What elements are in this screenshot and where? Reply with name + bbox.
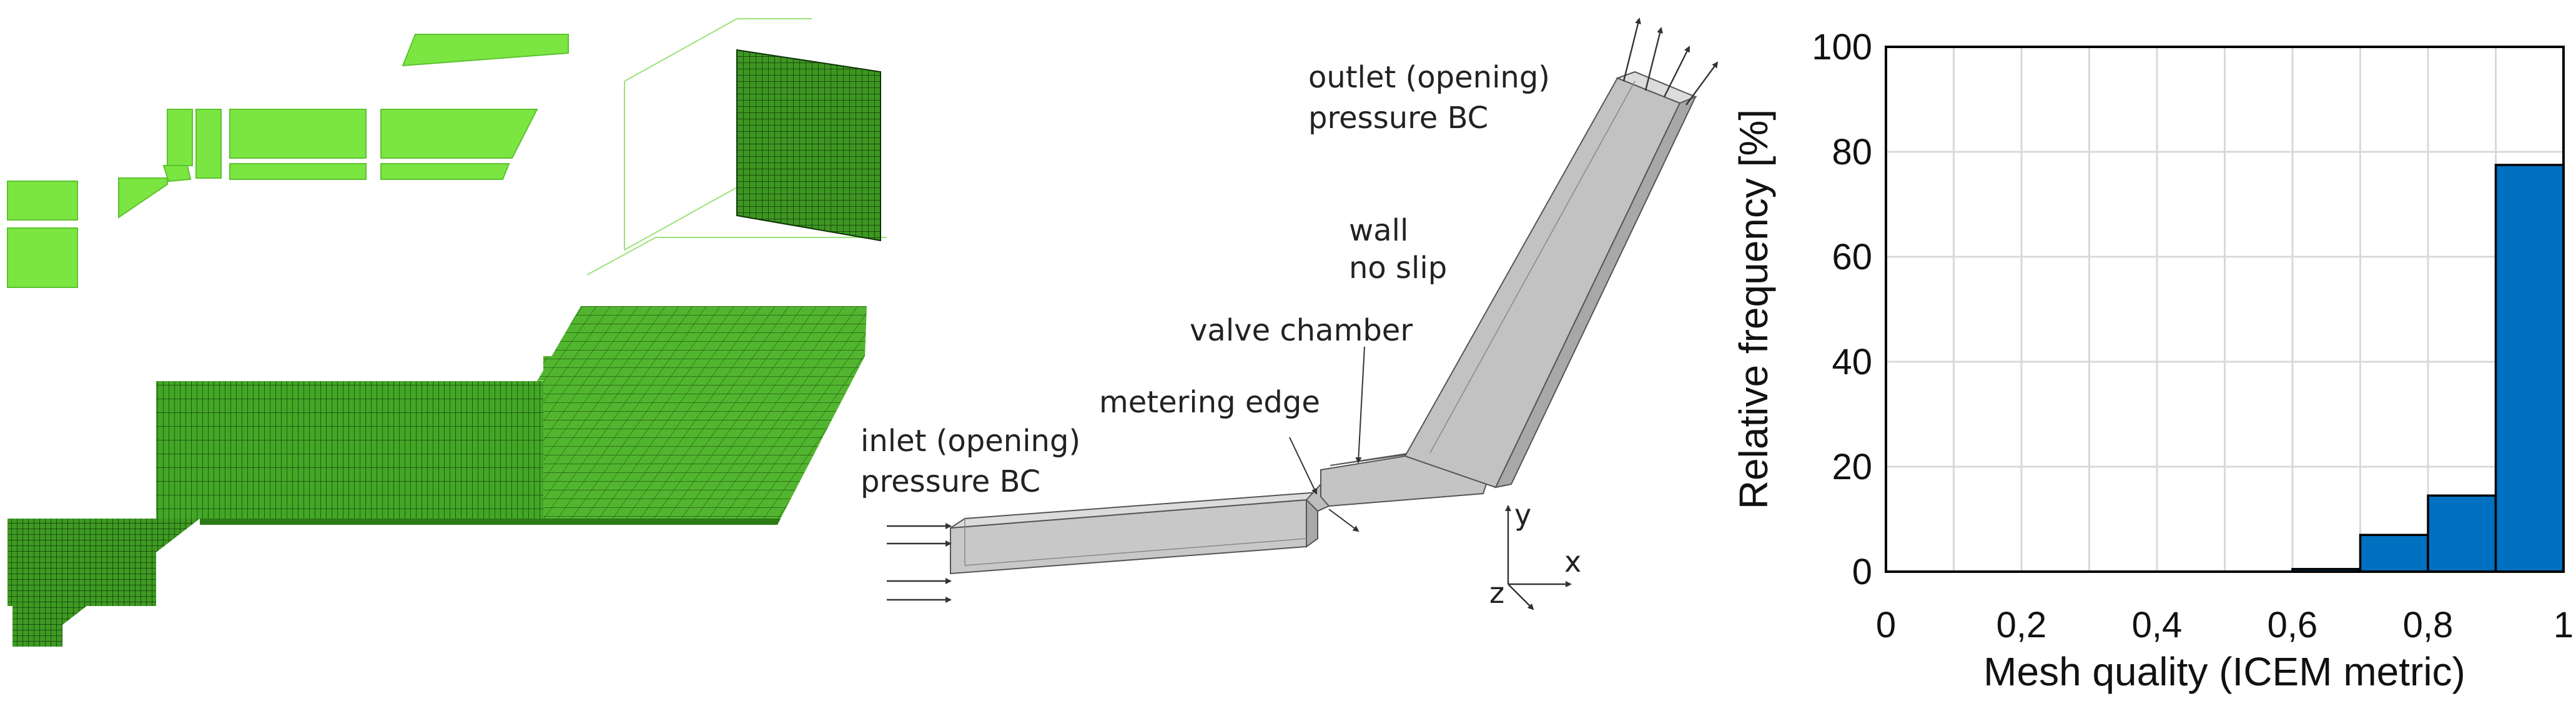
y-tick-label: 60 bbox=[1832, 237, 1872, 277]
outlet-label-bc: pressure BC bbox=[1308, 101, 1488, 136]
wall-label: wall bbox=[1349, 213, 1408, 248]
x-tick-label: 0,4 bbox=[2132, 605, 2183, 645]
mesh-main-channel bbox=[156, 381, 543, 519]
mesh-quality-histogram: 0 20 40 60 80 100 0 0,2 0,4 0,6 0,8 1 Relative fre… bbox=[1731, 27, 2574, 694]
inlet-label: inlet (opening) bbox=[861, 424, 1080, 459]
mesh-block bbox=[7, 227, 78, 288]
x-tick-label: 0,6 bbox=[2268, 605, 2318, 645]
y-axis-label: Relative frequency [%] bbox=[1731, 109, 1776, 509]
y-tick-label: 80 bbox=[1832, 132, 1872, 172]
x-tick-label: 0 bbox=[1876, 605, 1896, 645]
mesh-skewed-region bbox=[543, 356, 865, 519]
block-topology bbox=[7, 34, 569, 288]
axis-z-label: z bbox=[1489, 576, 1504, 610]
mesh-outlet-duct bbox=[537, 306, 867, 381]
mesh-panel bbox=[7, 18, 887, 647]
y-tick-label: 0 bbox=[1852, 552, 1872, 592]
mesh-block bbox=[7, 181, 78, 221]
y-tick-label: 40 bbox=[1832, 342, 1872, 382]
x-tick-label: 1 bbox=[2554, 605, 2574, 645]
inlet-label-bc: pressure BC bbox=[861, 464, 1040, 499]
outlet-label: outlet (opening) bbox=[1308, 60, 1550, 95]
x-axis-label: Mesh quality (ICEM metric) bbox=[1983, 649, 2465, 694]
y-tick-label: 100 bbox=[1812, 27, 1872, 67]
mesh-block bbox=[229, 109, 367, 159]
2d-mesh-section bbox=[7, 306, 867, 647]
chart-grid bbox=[1886, 47, 2564, 572]
mesh-lower-right bbox=[200, 519, 781, 525]
plot-frame bbox=[1885, 46, 2565, 573]
mesh-3d-block bbox=[736, 49, 881, 242]
wall-label-bc: no slip bbox=[1349, 251, 1447, 286]
y-tick-label: 20 bbox=[1832, 447, 1872, 487]
metering-edge-label: metering edge bbox=[1099, 385, 1320, 420]
mesh-block bbox=[118, 177, 168, 219]
x-tick-label: 0,8 bbox=[2403, 605, 2454, 645]
axis-y-label: y bbox=[1514, 498, 1531, 532]
mesh-transition bbox=[62, 519, 200, 625]
leader-lines bbox=[1289, 346, 1365, 532]
mesh-inlet-stub bbox=[12, 581, 62, 647]
mesh-block bbox=[195, 109, 222, 179]
mesh-block bbox=[162, 165, 192, 182]
mesh-block bbox=[167, 109, 193, 166]
wireframe-box bbox=[586, 18, 887, 276]
inlet-arrows bbox=[887, 523, 952, 603]
axis-x-label: x bbox=[1564, 545, 1581, 579]
histogram-bar bbox=[2427, 494, 2497, 573]
x-tick-labels: 0 0,2 0,4 0,6 0,8 1 bbox=[1876, 605, 2574, 645]
mesh-block bbox=[402, 34, 569, 67]
mesh-block bbox=[229, 163, 367, 180]
histogram-bar bbox=[2359, 534, 2429, 573]
coordinate-triad bbox=[1505, 505, 1572, 610]
mesh-block bbox=[380, 163, 510, 180]
inlet-duct bbox=[950, 491, 1320, 575]
mesh-block bbox=[380, 109, 538, 159]
outlet-arrows bbox=[1622, 17, 1719, 106]
y-tick-labels: 0 20 40 60 80 100 bbox=[1812, 27, 1872, 592]
valve-chamber-label: valve chamber bbox=[1190, 313, 1413, 348]
geometry-panel: outlet (opening) pressure BC wall no sli… bbox=[861, 17, 1719, 610]
x-tick-label: 0,2 bbox=[1996, 605, 2047, 645]
histogram-bar bbox=[2494, 164, 2565, 573]
outlet-duct bbox=[1404, 71, 1697, 489]
